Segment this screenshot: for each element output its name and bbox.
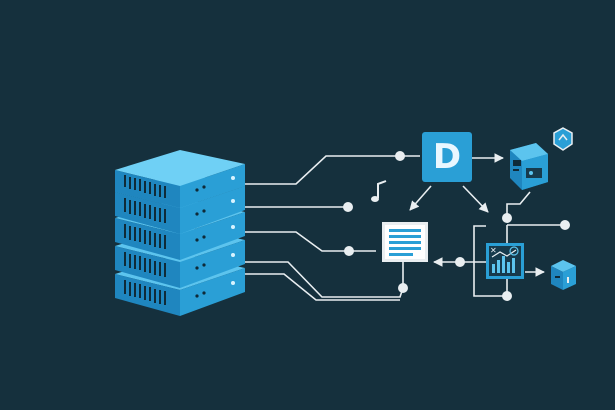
dot-right-end — [560, 220, 570, 230]
line-server-to-document-bottom-2 — [245, 273, 400, 301]
line-device-down — [506, 191, 531, 218]
dot-bottom-junction — [502, 291, 512, 301]
junction-dots — [343, 151, 570, 301]
music-note-icon — [371, 180, 387, 202]
line-server-to-document-bottom — [245, 261, 404, 298]
server-unit — [115, 150, 245, 208]
document-icon — [382, 222, 428, 262]
svg-text:✕: ✕ — [490, 246, 497, 255]
line-router-to-document — [409, 185, 432, 211]
dot-document-bottom — [398, 283, 408, 293]
dot-device-down — [502, 213, 512, 223]
router-label: D — [433, 137, 461, 177]
router-d-icon: D — [422, 132, 472, 182]
device-window-icon — [510, 143, 548, 190]
line-loop — [473, 225, 507, 297]
server-stack-icon — [115, 150, 245, 316]
dot-server-end — [343, 202, 353, 212]
dot-document-left — [344, 246, 354, 256]
line-server-to-document — [245, 231, 376, 252]
dashboard-chart-icon: ✕ — [486, 243, 524, 279]
cube-icon — [551, 260, 576, 290]
dot-router-in — [395, 151, 405, 161]
line-router-to-junction — [462, 185, 489, 213]
dot-dashboard-left — [455, 257, 465, 267]
line-server-to-router — [245, 155, 400, 185]
shield-icon — [553, 127, 573, 151]
